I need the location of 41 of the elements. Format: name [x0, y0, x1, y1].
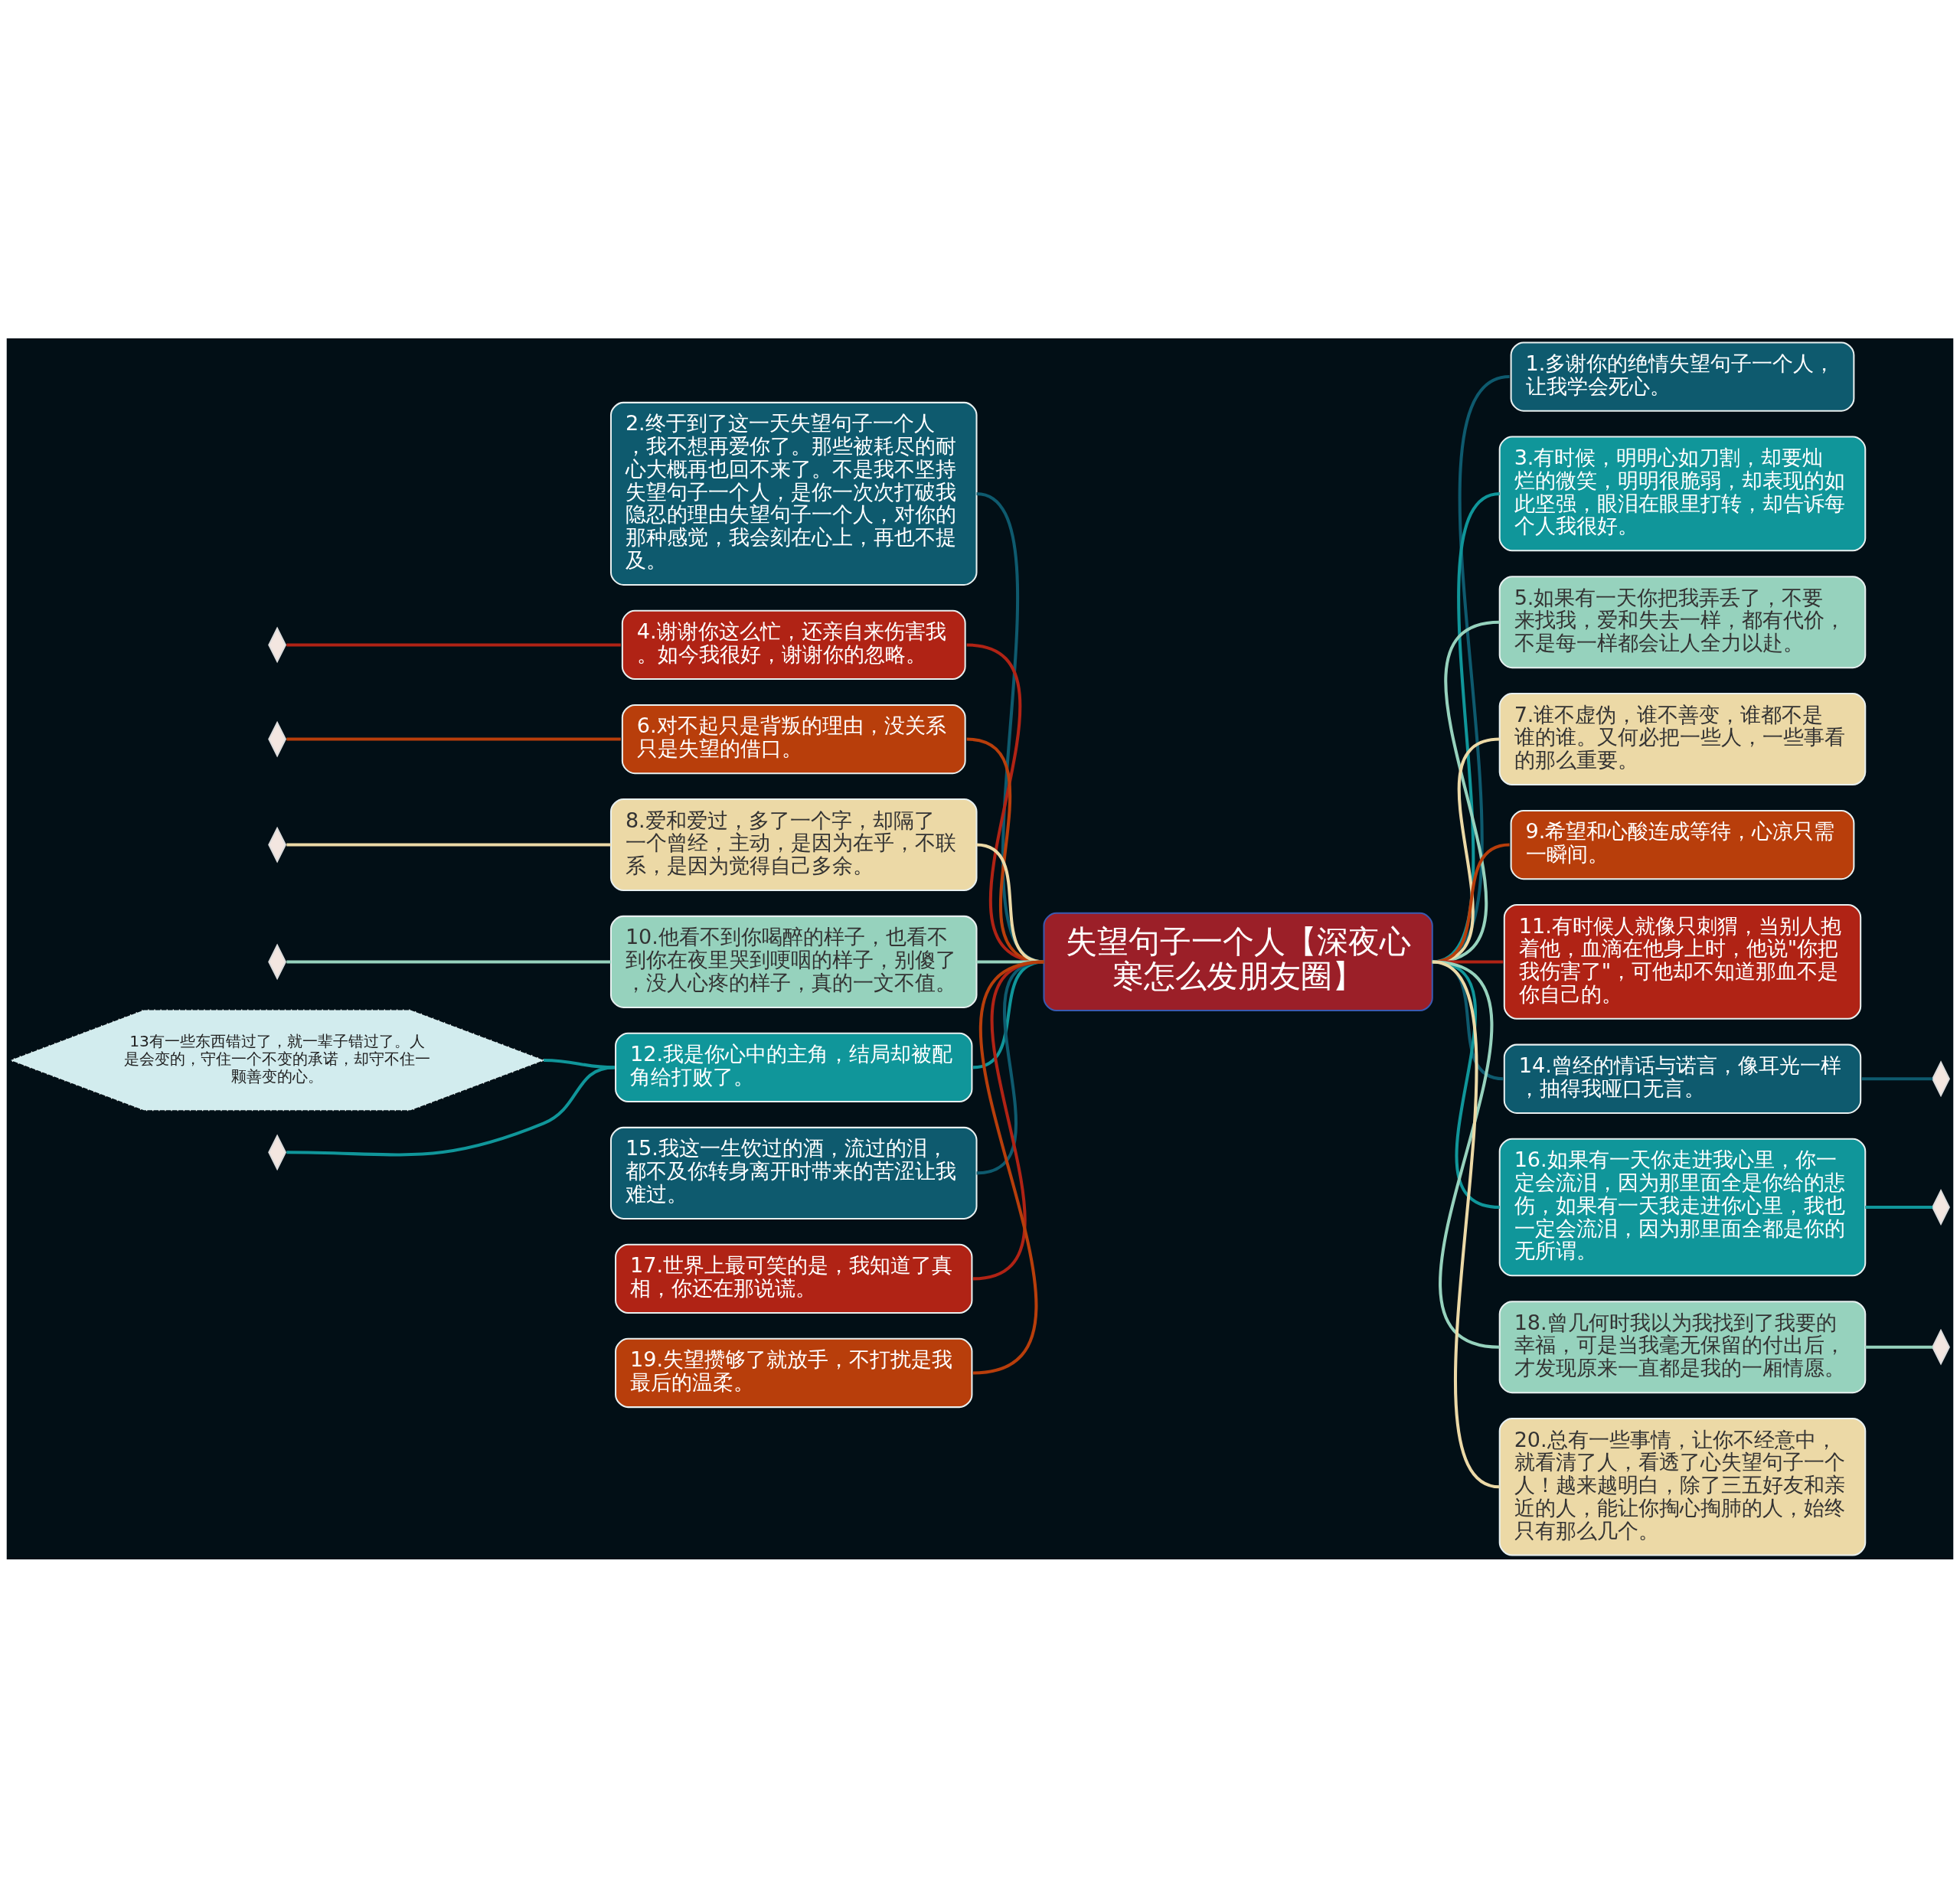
connector: [972, 959, 1044, 1069]
node-diamond: [268, 720, 287, 757]
node-diamond: [1932, 1328, 1950, 1366]
connector: [544, 1058, 615, 1069]
node-box: 6.对不起只是背叛的理由，没关系只是失望的借口。: [621, 704, 966, 774]
connector: [286, 843, 611, 847]
node-box: 19.失望攒够了就放手，不打扰是我最后的温柔。: [615, 1337, 973, 1408]
node-diamond: [268, 626, 287, 663]
node-box: 14.曾经的情话与诺言，像耳光一样，抽得我哑口无言。: [1503, 1043, 1862, 1114]
connector: [1861, 1076, 1933, 1080]
node-box: 20.总有一些事情，让你不经意中，就看清了人，看透了心失望句子一个人！越来越明白，除了三五好友和亲近的人，能让你掏心掏肺的人，始终只有那么几个。: [1498, 1417, 1867, 1556]
node-box: 4.谢谢你这么忙，还亲自来伤害我。如今我很好，谢谢你的忽略。: [621, 609, 966, 680]
node-box: 11.有时候人就像只刺猬，当别人抱着他，血滴在他身上时，他说"你把我伤害了"，可他却不知道那血不是你自己的。: [1503, 903, 1862, 1020]
node-box: 1.多谢你的绝情失望句子一个人，让我学会死心。: [1510, 341, 1855, 412]
node-box: 失望句子一个人【深夜心寒怎么发朋友圈】: [1043, 912, 1433, 1011]
node-box: 5.如果有一天你把我弄丢了，不要来找我，爱和失去一样，都有代价，不是每一样都会让人全力以赴。: [1498, 575, 1867, 668]
node-diamond: [1932, 1060, 1950, 1097]
connector: [286, 737, 621, 741]
node-diamond: [268, 826, 287, 863]
connector: [972, 959, 1044, 1374]
node-box: 16.如果有一天你走进我心里，你一定会流泪，因为那里面全是你给的悲伤，如果有一天我走进你心里，我也一定会流泪，因为那里面全都是你的无所谓。: [1498, 1138, 1867, 1276]
node-box: 7.谁不虚伪，谁不善变，谁都不是谁的谁。又何必把一些人，一些事看的那么重要。: [1498, 692, 1867, 785]
node-box: 12.我是你心中的主角，结局却被配角给打败了。: [615, 1032, 973, 1102]
connector: [1865, 1345, 1933, 1349]
node-box: 9.希望和心酸连成等待，心凉只需一瞬间。: [1510, 809, 1855, 880]
connector: [286, 642, 621, 646]
node-diamond: [268, 1133, 287, 1171]
connector: [286, 1065, 615, 1156]
node-box: 18.曾几何时我以为我找到了我要的幸福，可是当我毫无保留的付出后，才发现原来一直都是我的一厢情愿。: [1498, 1300, 1867, 1393]
node-diamond: [268, 943, 287, 980]
node-box: 17.世界上最可笑的是，我知道了真相，你还在那说谎。: [615, 1243, 973, 1314]
connector: [972, 959, 1044, 1280]
node-diamond: [1932, 1188, 1950, 1226]
connector: [286, 959, 611, 963]
node-box: 10.他看不到你喝醉的样子，也看不到你在夜里哭到哽咽的样子，别傻了，没人心疼的样子，真的一文不值。: [609, 915, 978, 1008]
connector: [1865, 1205, 1933, 1209]
node-box: 8.爱和爱过，多了一个字，却隔了一个曾经，主动，是因为在乎，不联系，是因为觉得自己多余。: [609, 798, 978, 891]
connector: [1432, 959, 1501, 1349]
node-box: 2.终于到了这一天失望句子一个人，我不想再爱你了。那些被耗尽的耐心大概再也回不来了。不是我不坚持失望句子一个人，是你一次次打破我隐忍的理由失望句子一个人，对你的那种感觉，我会刻在心上，再也不提及。: [609, 401, 978, 586]
node-box: 15.我这一生饮过的酒，流过的泪，都不及你转身离开时带来的苦涩让我难过。: [609, 1126, 978, 1220]
node-box: 3.有时候，明明心如刀割，却要灿烂的微笑，明明很脆弱，却表现的如此坚强，眼泪在眼里打转，却告诉每个人我很好。: [1498, 436, 1867, 551]
